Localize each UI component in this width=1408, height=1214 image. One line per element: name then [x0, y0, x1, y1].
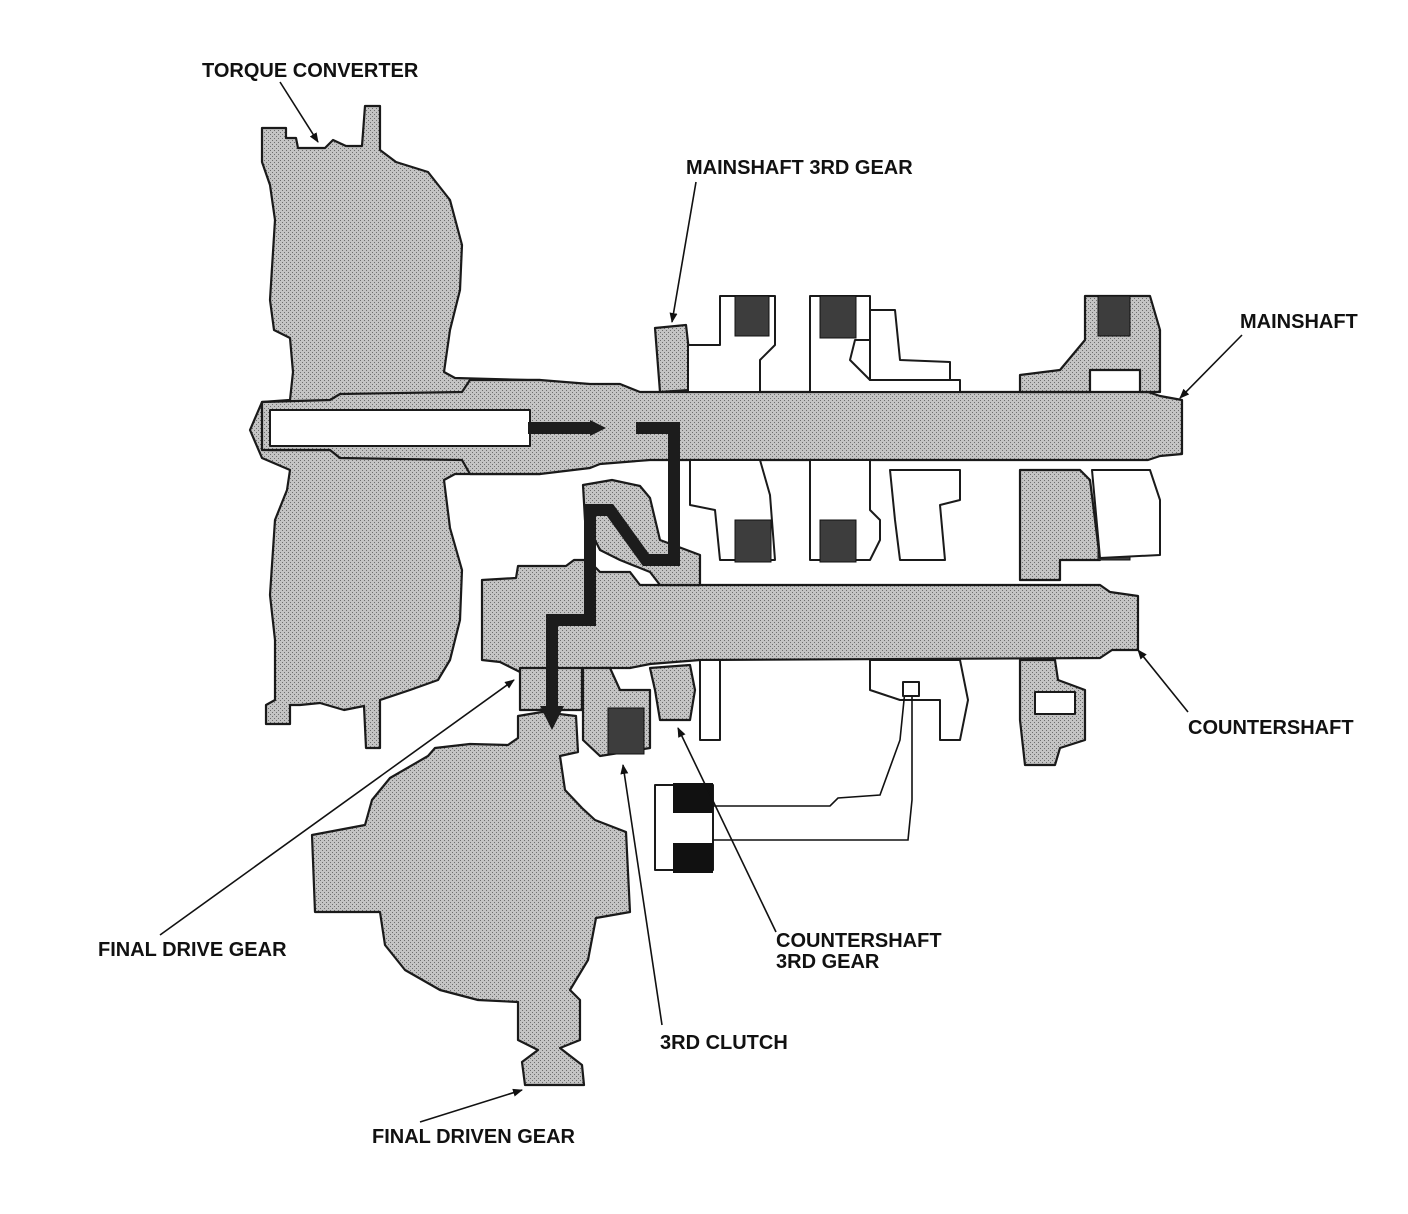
power-flow-arrowhead [540, 706, 564, 730]
leader-lines [159, 81, 1243, 1123]
label-final-drive-gear: FINAL DRIVE GEAR [98, 939, 287, 961]
lower-gear-cluster [869, 658, 1087, 767]
label-countershaft-3rd-gear-line1: COUNTERSHAFT [776, 930, 942, 952]
label-torque-converter: TORQUE CONVERTER [202, 60, 419, 82]
hydraulic-circuit [654, 681, 920, 873]
final-driven-gear [310, 710, 632, 1087]
label-3rd-clutch: 3RD CLUTCH [660, 1032, 788, 1054]
upper-gear-cluster [687, 294, 1162, 582]
power-flow-line [546, 422, 680, 708]
label-countershaft: COUNTERSHAFT [1188, 717, 1354, 739]
label-mainshaft-3rd-gear: MAINSHAFT 3RD GEAR [686, 157, 913, 179]
power-flow-path [528, 420, 680, 730]
label-mainshaft: MAINSHAFT [1240, 311, 1358, 333]
mainshaft [260, 323, 1184, 476]
label-final-driven-gear: FINAL DRIVEN GEAR [372, 1126, 576, 1148]
label-countershaft-3rd-gear-line2: 3RD GEAR [776, 951, 880, 973]
